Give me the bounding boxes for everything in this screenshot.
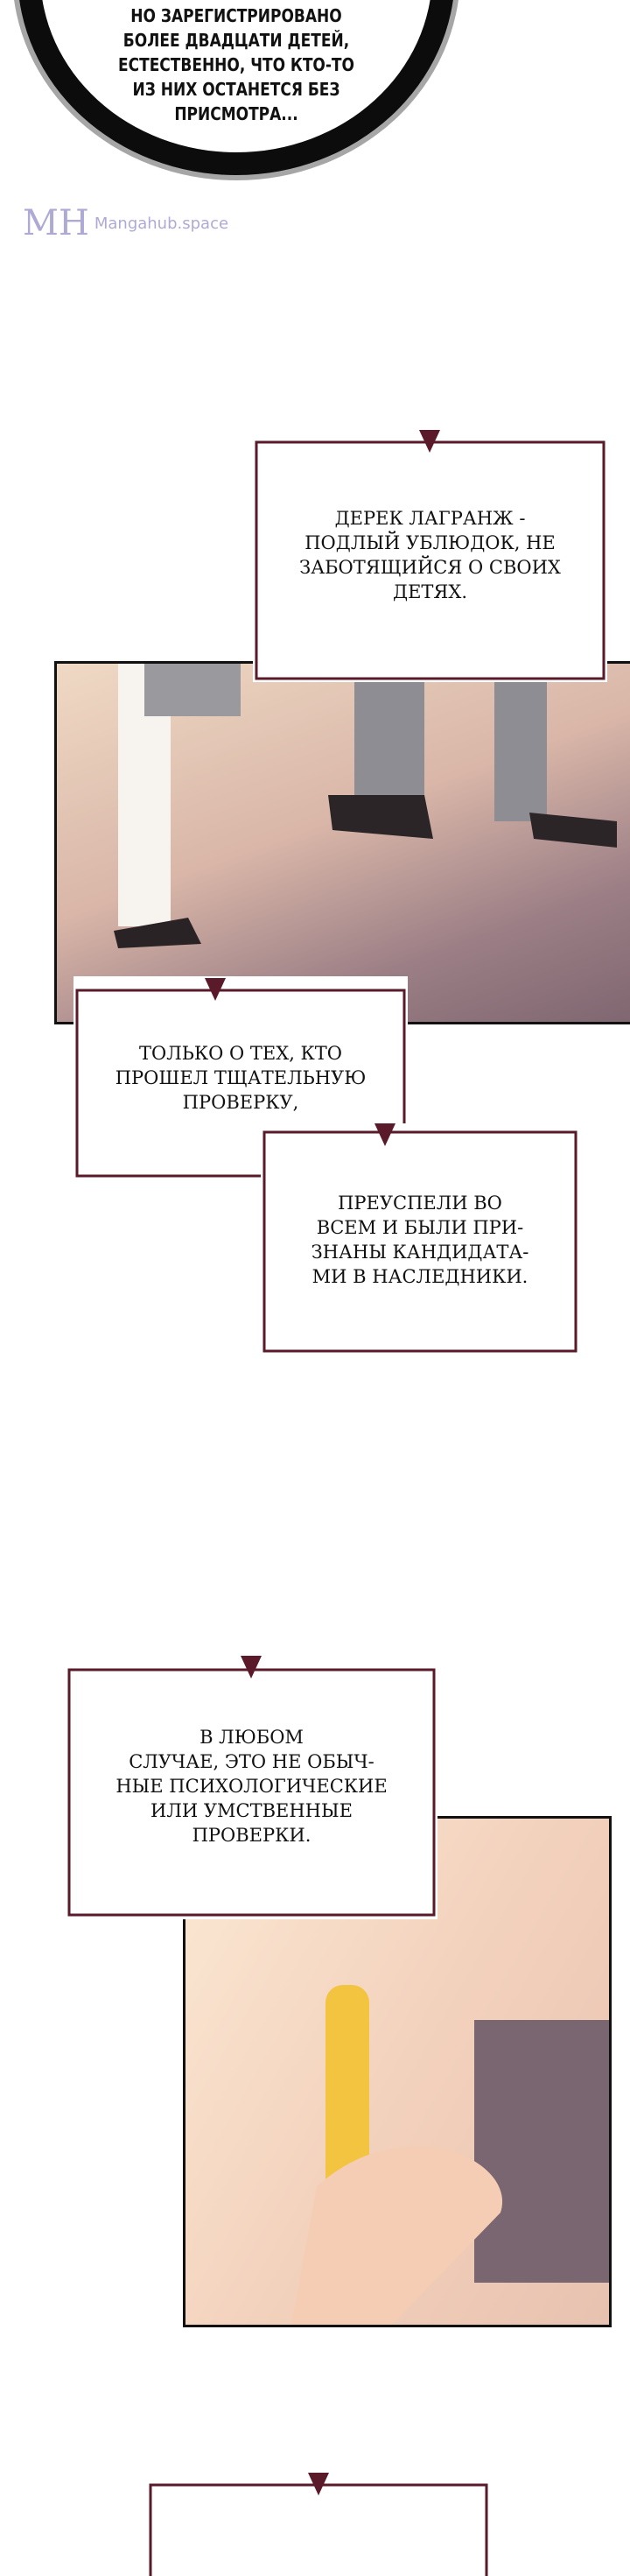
caption-text: В ЛЮБОМ СЛУЧАЕ, ЭТО НЕ ОБЫЧ- НЫЕ ПСИХОЛО… (116, 1726, 388, 1846)
caption-text: ДЕРЕК ЛАГРАНЖ - ПОДЛЫЙ УБЛЮДОК, НЕ ЗАБОТ… (299, 508, 561, 602)
caption-box-3: ПРЕУСПЕЛИ ВО ВСЕМ И БЫЛИ ПРИ- ЗНАНЫ КАНД… (261, 1123, 579, 1355)
ornate-frame-icon (75, 978, 406, 1178)
caption-box-4: В ЛЮБОМ СЛУЧАЕ, ЭТО НЕ ОБЫЧ- НЫЕ ПСИХОЛО… (66, 1652, 438, 1919)
caption-text: ТОЛЬКО О ТЕХ, КТО ПРОШЕЛ ТЩАТЕЛЬНУЮ ПРОВ… (115, 1043, 367, 1113)
panel-art (114, 664, 617, 948)
ornate-frame-icon (255, 430, 606, 680)
comic-panel-walking-feet (54, 661, 630, 1024)
ornate-frame-icon (149, 2473, 488, 2576)
ornate-frame-icon (262, 1123, 578, 1353)
bubble-text: НО ЗАРЕГИСТРИРОВАНО БОЛЕЕ ДВАДЦАТИ ДЕТЕЙ… (118, 5, 354, 124)
watermark-logo: MH (23, 203, 89, 243)
ornate-frame-icon (67, 1656, 436, 1917)
caption-box-1: ДЕРЕК ЛАГРАНЖ - ПОДЛЫЙ УБЛЮДОК, НЕ ЗАБОТ… (253, 428, 607, 682)
caption-box-5-partial (147, 2471, 490, 2576)
panel-art (291, 1985, 609, 2325)
watermark-text: Mangahub.space (94, 214, 229, 233)
watermark: MH Mangahub.space (23, 203, 228, 243)
caption-text: ПРЕУСПЕЛИ ВО ВСЕМ И БЫЛИ ПРИ- ЗНАНЫ КАНД… (311, 1192, 529, 1287)
